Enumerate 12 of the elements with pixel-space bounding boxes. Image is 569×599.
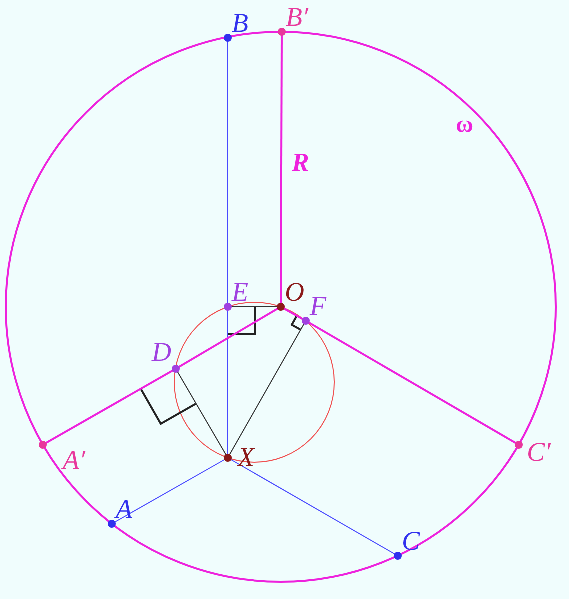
point-label: B <box>232 8 248 38</box>
point-label: B′ <box>286 2 308 32</box>
point-label: A′ <box>63 445 86 475</box>
point-label: A <box>116 494 132 524</box>
point-label: O <box>285 277 304 307</box>
point-label: C′ <box>527 437 551 467</box>
circle-label: ω <box>456 112 474 139</box>
point-label: C <box>402 526 420 556</box>
edge-label: R <box>292 148 310 178</box>
point-label: D <box>152 337 172 367</box>
point-label: E <box>232 277 248 307</box>
point-label: F <box>310 291 326 321</box>
